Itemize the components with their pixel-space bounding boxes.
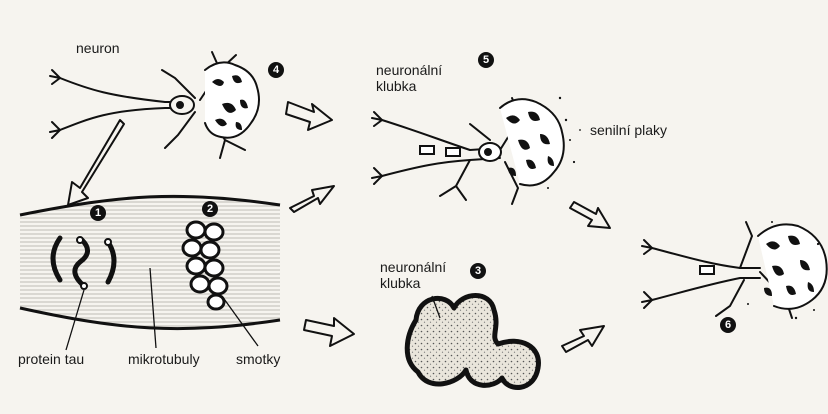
step-number-4: 4 [268,62,284,78]
healthy-neuron [50,52,259,158]
label-senile-plaques: senilní plaky [590,122,667,138]
degenerated-neuron [642,221,827,319]
axon-section [20,196,280,350]
step-number-6: 6 [720,317,736,333]
arrow-2-to-3 [304,318,354,346]
step-number-5: 5 [478,52,494,68]
label-bundles: smotky [236,351,280,367]
label-neuron: neuron [76,40,120,56]
arrow-4-to-5 [286,102,332,130]
step-number-1: 1 [90,205,106,221]
label-microtubules: mikrotubuly [128,351,200,367]
label-protein-tau: protein tau [18,351,84,367]
label-neuronal-tangles-top: neuronální klubka [376,62,442,94]
label-neuronal-tangles-bottom: neuronální klubka [380,259,446,291]
neuron-with-tangles [372,97,581,204]
neurofibrillary-tangle [407,296,538,388]
arrow-3-to-6 [562,326,604,352]
step-number-3: 3 [470,263,486,279]
arrow-2-to-5 [290,186,334,212]
arrow-5-to-6 [570,202,610,228]
arrow-to-microtubules [68,120,124,205]
step-number-2: 2 [202,201,218,217]
